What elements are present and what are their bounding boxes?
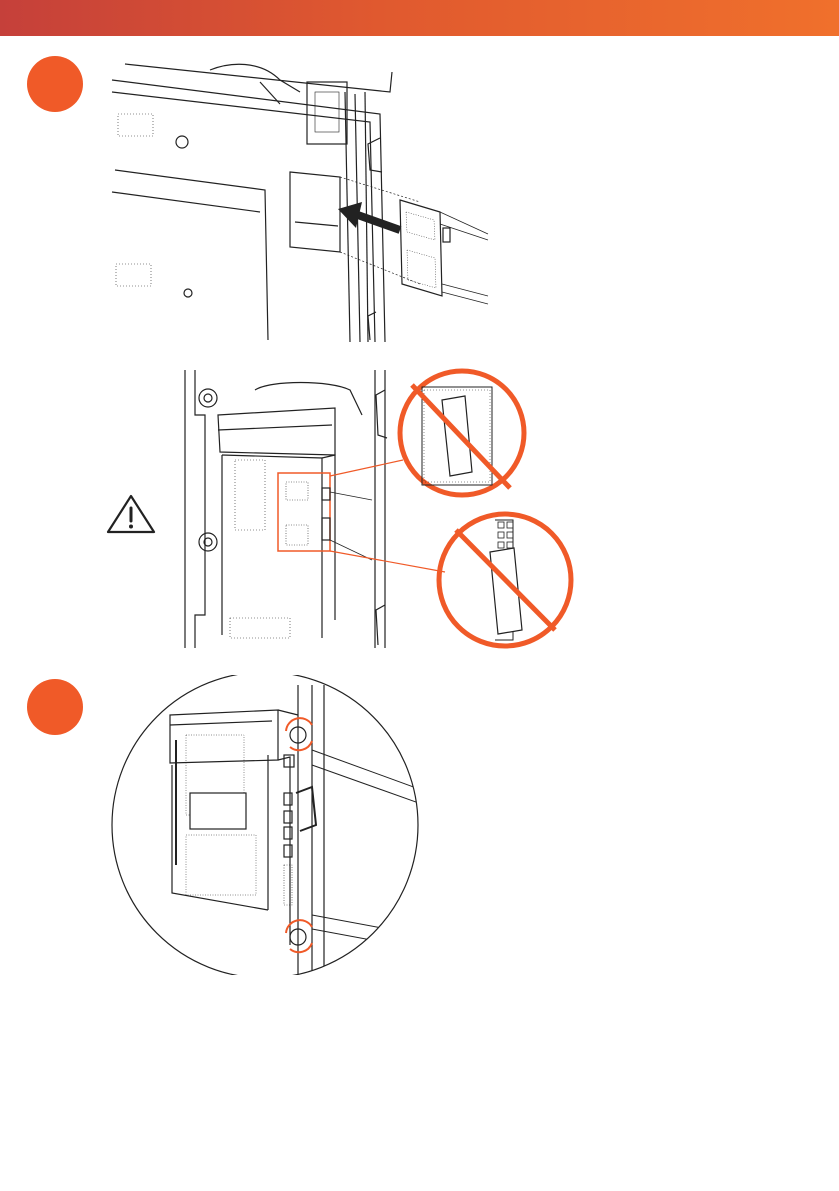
insert-module-illustration (100, 52, 500, 347)
step-marker-2 (27, 679, 83, 735)
wrong-orientation-illustration (100, 360, 580, 650)
step-marker-1 (27, 56, 83, 112)
prohibited-icon (400, 371, 524, 495)
header-bar (0, 0, 839, 36)
warning-triangle-icon (105, 492, 157, 536)
tighten-screws-illustration (100, 675, 420, 975)
prohibited-icon (439, 514, 571, 646)
